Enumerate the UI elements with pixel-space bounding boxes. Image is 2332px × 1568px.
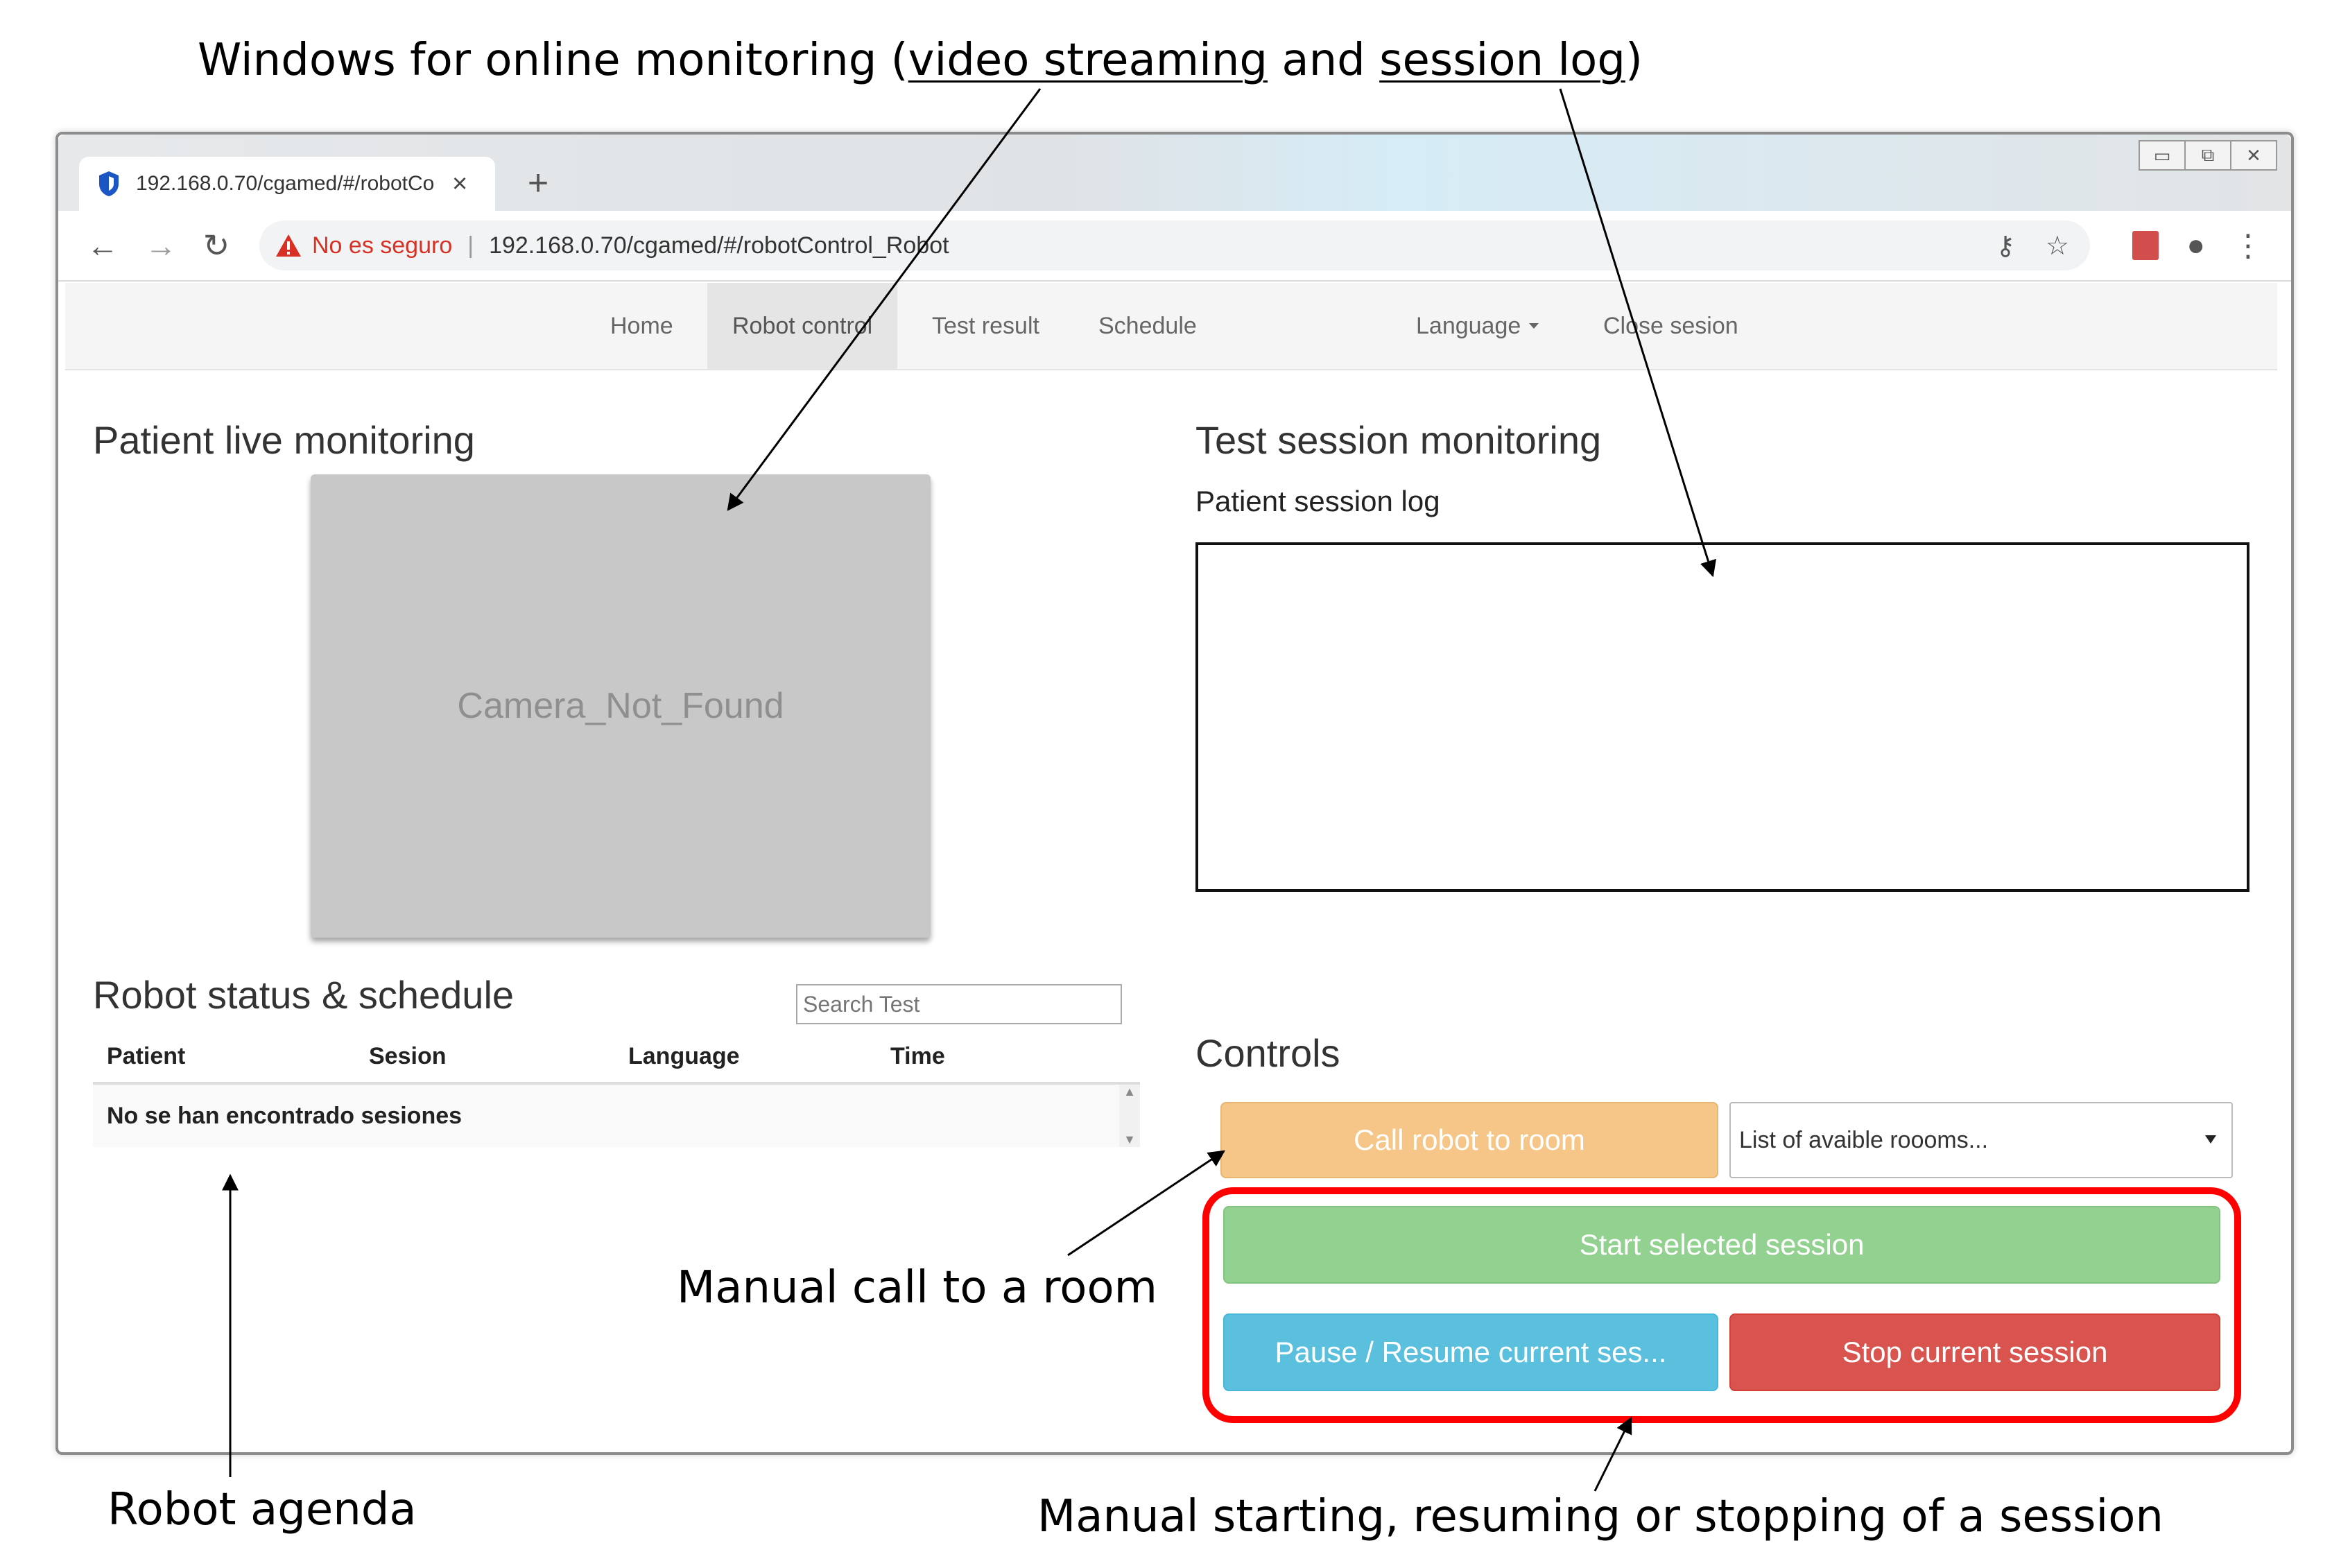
insecure-label: No es seguro	[312, 232, 453, 259]
table-row: No se han encontrado sesiones	[107, 1103, 463, 1129]
annotation-video-streaming: video streaming	[908, 35, 1268, 86]
call-robot-button[interactable]: Call robot to room	[1220, 1102, 1718, 1178]
toolbar-right: ● ⋮	[2132, 223, 2263, 268]
back-icon[interactable]: ←	[87, 227, 119, 264]
session-log-label: Patient session log	[1195, 485, 1440, 517]
pdf-extension-icon[interactable]	[2132, 231, 2159, 260]
table-header-rule	[93, 1082, 1140, 1085]
annotation-manual-call: Manual call to a room	[677, 1262, 1157, 1313]
schedule-table-body: No se han encontrado sesiones ▲ ▼	[93, 1085, 1140, 1147]
dropdown-arrow-icon	[2205, 1135, 2216, 1144]
nav-close-session[interactable]: Close sesion	[1603, 312, 1738, 339]
stop-session-button[interactable]: Stop current session	[1729, 1313, 2220, 1391]
column-header-time: Time	[890, 1043, 945, 1069]
nav-test-result[interactable]: Test result	[932, 312, 1039, 339]
rooms-select[interactable]: List of avaible roooms...	[1729, 1102, 2233, 1178]
new-tab-icon[interactable]: +	[527, 163, 549, 203]
omnibox-actions: ⚷ ☆	[1996, 221, 2069, 270]
annotation-manual-session: Manual starting, resuming or stopping of…	[1037, 1491, 2163, 1542]
start-session-button[interactable]: Start selected session	[1223, 1206, 2220, 1284]
session-log-box	[1195, 542, 2249, 892]
app-navbar: Home Robot control Test result Schedule …	[65, 283, 2277, 370]
column-header-patient: Patient	[107, 1043, 186, 1069]
annotation-and: and	[1268, 35, 1380, 86]
omnibox-separator: |	[467, 232, 474, 259]
tab-title: 192.168.0.70/cgamed/#/robotCo	[136, 172, 435, 195]
close-window-icon[interactable]: ✕	[2230, 140, 2277, 171]
nav-robot-control[interactable]: Robot control	[707, 283, 898, 369]
forward-icon[interactable]: →	[145, 227, 177, 264]
table-scrollbar[interactable]: ▲ ▼	[1119, 1085, 1140, 1147]
warning-icon	[276, 234, 301, 257]
shield-icon	[99, 171, 119, 196]
reload-icon[interactable]: ↻	[202, 227, 230, 264]
controls-title: Controls	[1195, 1031, 1340, 1075]
nav-schedule[interactable]: Schedule	[1098, 312, 1197, 339]
scroll-down-icon[interactable]: ▼	[1123, 1132, 1136, 1146]
column-header-language: Language	[628, 1043, 740, 1069]
rooms-select-value: List of avaible roooms...	[1739, 1126, 1989, 1153]
address-bar: ← → ↻ No es seguro | 192.168.0.70/cgamed…	[58, 211, 2291, 282]
nav-language[interactable]: Language	[1416, 283, 1539, 369]
browser-tab[interactable]: 192.168.0.70/cgamed/#/robotCo ×	[79, 157, 495, 211]
url-text[interactable]: 192.168.0.70/cgamed/#/robotControl_Robot	[489, 232, 949, 259]
schedule-title: Robot status & schedule	[93, 973, 515, 1017]
search-input[interactable]	[796, 984, 1122, 1024]
session-monitoring-title: Test session monitoring	[1195, 418, 1602, 462]
annotation-suffix: )	[1625, 35, 1643, 86]
annotation-robot-agenda: Robot agenda	[107, 1484, 417, 1535]
minimize-icon[interactable]: ▭	[2139, 140, 2186, 171]
camera-video: Camera_Not_Found	[311, 474, 931, 938]
session-controls-highlight	[1202, 1187, 2241, 1423]
window-controls: ▭ ⧉ ✕	[2139, 140, 2277, 171]
maximize-icon[interactable]: ⧉	[2184, 140, 2231, 171]
title-bar: 192.168.0.70/cgamed/#/robotCo × + ▭ ⧉ ✕	[58, 135, 2291, 211]
annotation-session-log: session log	[1379, 35, 1625, 86]
live-monitoring-title: Patient live monitoring	[93, 418, 475, 462]
omnibox[interactable]: No es seguro | 192.168.0.70/cgamed/#/rob…	[259, 221, 2090, 270]
account-icon[interactable]: ●	[2186, 228, 2205, 262]
browser-window: 192.168.0.70/cgamed/#/robotCo × + ▭ ⧉ ✕ …	[55, 132, 2294, 1455]
menu-icon[interactable]: ⋮	[2233, 228, 2263, 263]
annotation-prefix: Windows for online monitoring (	[198, 35, 908, 86]
star-icon[interactable]: ☆	[2045, 231, 2069, 261]
nav-home[interactable]: Home	[610, 312, 673, 339]
caret-down-icon	[1529, 323, 1539, 329]
scroll-up-icon[interactable]: ▲	[1123, 1085, 1136, 1099]
column-header-sesion: Sesion	[369, 1043, 447, 1069]
pause-resume-button[interactable]: Pause / Resume current ses...	[1223, 1313, 1718, 1391]
tab-close-icon[interactable]: ×	[452, 169, 468, 198]
camera-status: Camera_Not_Found	[457, 686, 784, 726]
nav-language-label: Language	[1416, 312, 1521, 339]
annotation-monitoring-windows: Windows for online monitoring (video str…	[198, 35, 1643, 86]
key-icon[interactable]: ⚷	[1996, 231, 2015, 261]
